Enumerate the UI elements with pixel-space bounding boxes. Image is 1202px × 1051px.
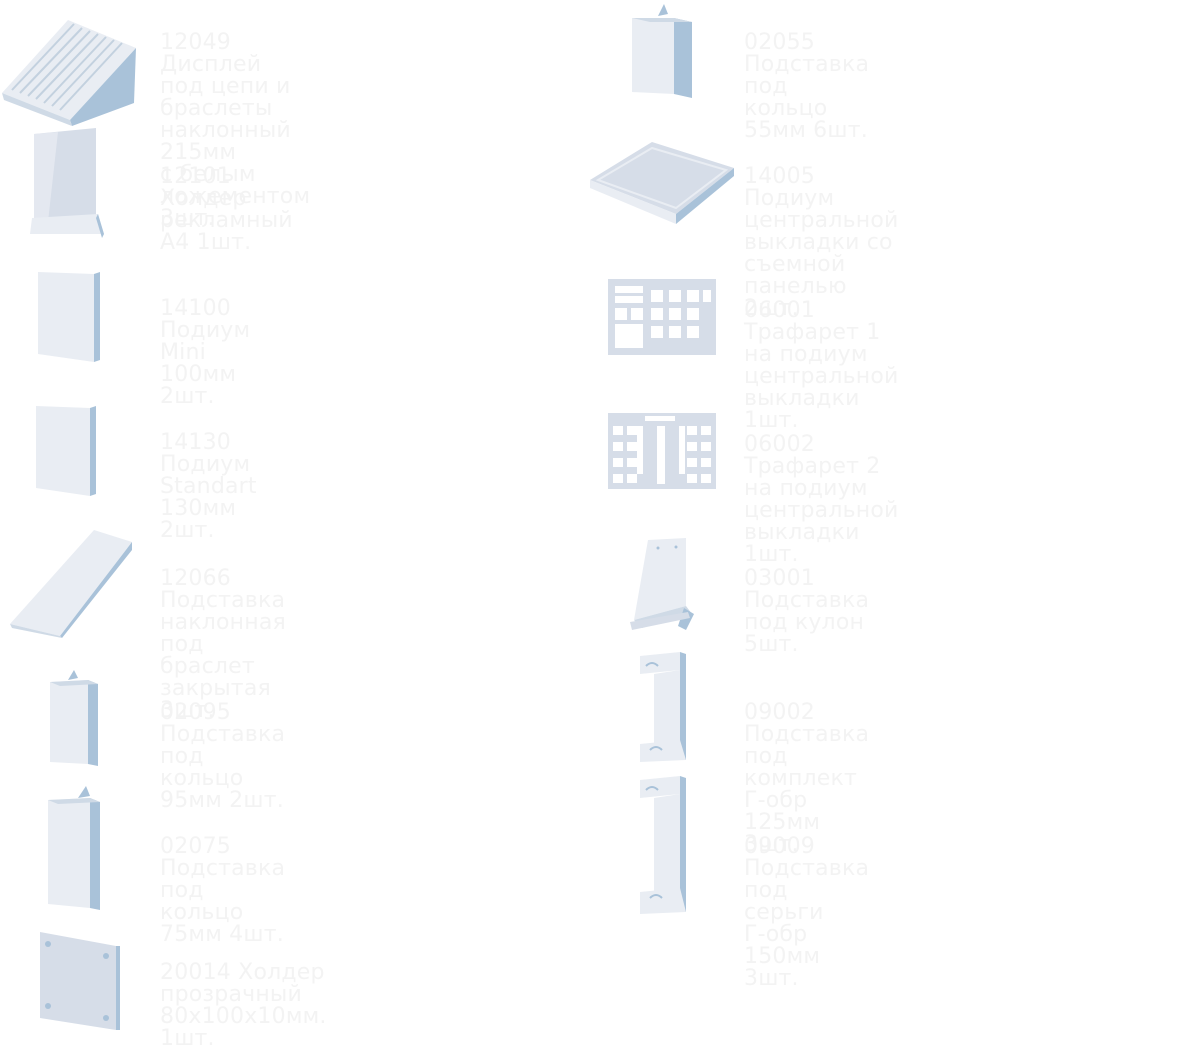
item-label: 12066 Подставка наклонная под браслет за… — [160, 566, 286, 723]
item-label: 12049 Дисплей под цепи и браслеты наклон… — [160, 30, 311, 231]
item-label: 14005 Подиум центральной выкладки со съе… — [744, 164, 899, 321]
item-label: 03001 Подставка под кулон 5шт. — [744, 566, 870, 657]
item-label: 06001 Трафарет 1 на подиум центральной в… — [744, 298, 899, 433]
item-label: 09009 Подставка под серьги Г-обр 150мм 3… — [744, 834, 870, 991]
ring-stand-55-icon — [628, 2, 698, 98]
podium-standart-icon — [34, 404, 104, 499]
podium-mini-icon — [36, 270, 106, 365]
item-label: 06002 Трафарет 2 на подиум центральной в… — [744, 432, 899, 567]
set-stand-icon — [636, 650, 692, 766]
ring-stand-95-icon — [46, 664, 106, 769]
earring-stand-icon — [636, 774, 692, 916]
ring-stand-75-icon — [46, 784, 106, 914]
item-label: 14130 Подиум Standart 130мм 2шт. — [160, 430, 257, 543]
stencil-1-icon — [607, 278, 719, 358]
clear-holder-icon — [36, 930, 126, 1032]
central-podium-icon — [588, 140, 738, 230]
item-label: 02055 Подставка под кольцо 55мм 6шт. — [744, 30, 870, 143]
item-label: 20014 Холдер прозрачный 80х100х10мм. 1шт… — [160, 960, 327, 1051]
pendant-stand-icon — [628, 536, 700, 636]
item-label: 02075 Подставка под кольцо 75мм 4шт. — [160, 834, 286, 947]
ad-holder-icon — [28, 126, 108, 241]
item-label: 09002 Подставка под комплект Г-обр 125мм… — [744, 700, 870, 857]
item-label: 14100 Подиум Mini 100мм 2шт. — [160, 296, 251, 409]
item-label: 12101 Холдер рекламный А4 1шт. — [160, 164, 293, 255]
item-label: 02095 Подставка под кольцо 95мм 2шт. — [160, 700, 286, 813]
stencil-2-icon — [607, 412, 719, 492]
inclined-stand-icon — [8, 528, 136, 638]
inclined-display-icon — [0, 8, 140, 126]
